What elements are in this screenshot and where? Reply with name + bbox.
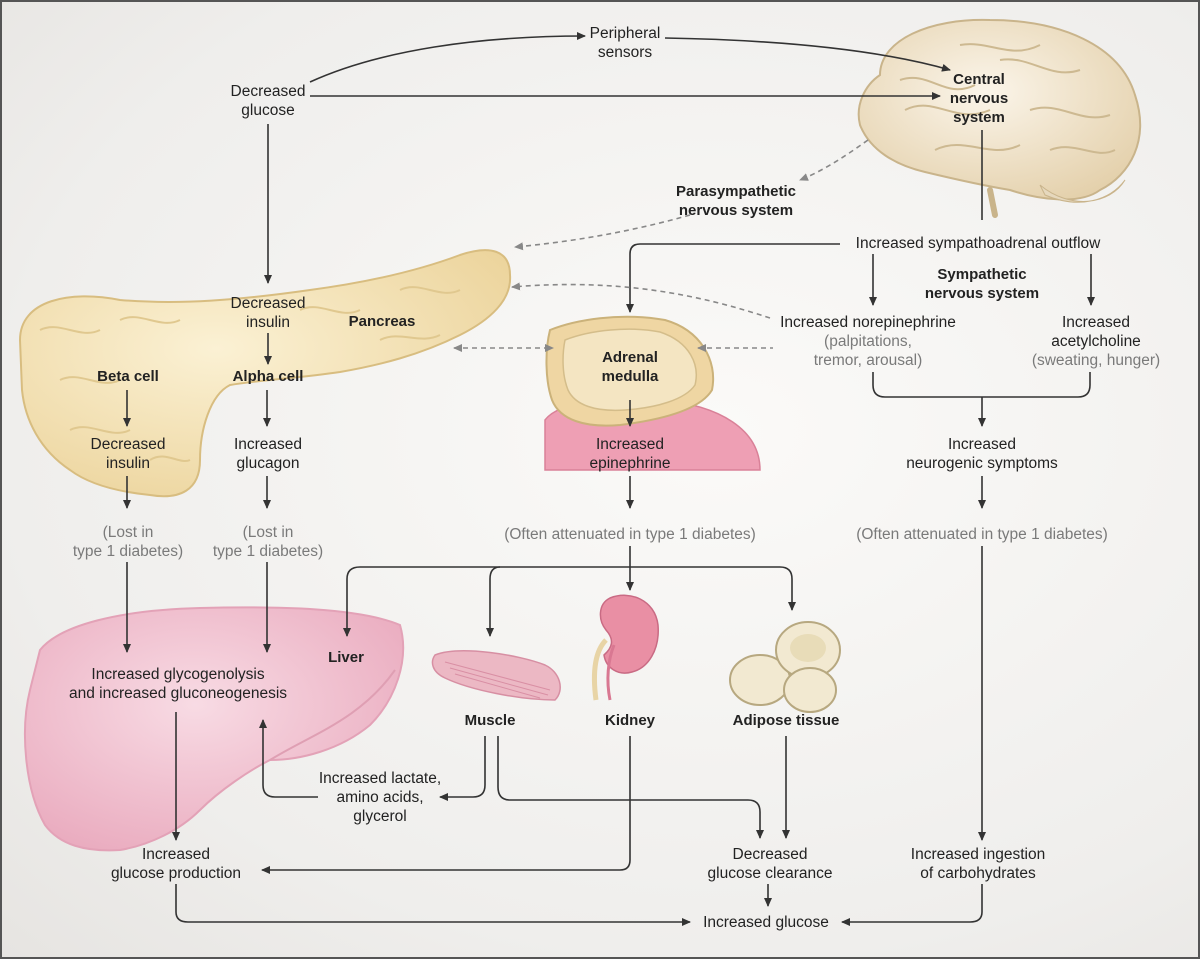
acetylcholine-line1: Increased bbox=[1061, 314, 1131, 331]
liver-label: Liver bbox=[328, 649, 364, 666]
kidney-icon bbox=[591, 594, 659, 701]
decreased-insulin-top-label: Decreased insulin bbox=[231, 294, 306, 332]
decreased-insulin-top-line2: insulin bbox=[246, 314, 290, 331]
neurogenic-line2: neurogenic symptoms bbox=[906, 455, 1058, 472]
sympathoadrenal-label: Increased sympathoadrenal outflow bbox=[855, 235, 1101, 252]
decreased-glucose-label: Decreased glucose bbox=[231, 82, 306, 120]
lost-glucagon-note: (Lost in type 1 diabetes) bbox=[213, 523, 323, 561]
sympathetic-line2: nervous system bbox=[924, 285, 1040, 302]
decreased-insulin-top-line1: Decreased bbox=[230, 295, 306, 312]
lactate-label: Increased lactate, amino acids, glycerol bbox=[319, 769, 441, 826]
adrenal-medulla-line2: medulla bbox=[601, 368, 659, 385]
lost-insulin-line2: type 1 diabetes) bbox=[72, 543, 184, 560]
adrenal-medulla-label: Adrenal medulla bbox=[602, 348, 659, 386]
decreased-insulin-line2: insulin bbox=[106, 455, 150, 472]
adipose-icon bbox=[729, 621, 841, 713]
peripheral-sensors-label: Peripheral sensors bbox=[590, 24, 661, 62]
parasympathetic-line1: Parasympathetic bbox=[675, 183, 797, 200]
ingestion-line1: Increased ingestion bbox=[910, 846, 1046, 863]
norepinephrine-note: (palpitations, tremor, arousal) bbox=[814, 332, 923, 370]
muscle-label: Muscle bbox=[464, 712, 516, 729]
pancreas-icon bbox=[18, 249, 512, 498]
carbohydrate-ingestion-label: Increased ingestion of carbohydrates bbox=[911, 845, 1045, 883]
lactate-line1: Increased lactate, bbox=[318, 770, 442, 787]
increased-glucose-label: Increased glucose bbox=[703, 914, 829, 931]
increased-epinephrine-line1: Increased bbox=[595, 436, 665, 453]
acetylcholine-line2: acetylcholine bbox=[1051, 333, 1141, 350]
neurogenic-symptoms-label: Increased neurogenic symptoms bbox=[906, 435, 1058, 473]
kidney-label: Kidney bbox=[604, 712, 656, 729]
glucose-production-label: Increased glucose production bbox=[111, 845, 241, 883]
increased-glucagon-label: Increased glucagon bbox=[234, 435, 302, 473]
beta-cell-label: Beta cell bbox=[97, 368, 159, 385]
increased-epinephrine-line2: epinephrine bbox=[589, 455, 671, 472]
lactate-line3: glycerol bbox=[353, 808, 407, 825]
increased-glucagon-line2: glucagon bbox=[236, 455, 300, 472]
norepinephrine-note-line2: tremor, arousal) bbox=[813, 352, 923, 369]
acetylcholine-note: (sweating, hunger) bbox=[1031, 352, 1161, 369]
decreased-insulin-label: Decreased insulin bbox=[91, 435, 166, 473]
increased-glucagon-line1: Increased bbox=[233, 436, 303, 453]
neurogenic-line1: Increased bbox=[947, 436, 1017, 453]
glycogenolysis-line2: and increased gluconeogenesis bbox=[68, 685, 288, 702]
cns-line2: nervous bbox=[949, 90, 1009, 107]
glycogenolysis-line1: Increased glycogenolysis bbox=[91, 666, 265, 683]
cns-label: Central nervous system bbox=[950, 70, 1008, 127]
norepinephrine-label: Increased norepinephrine bbox=[780, 314, 956, 331]
sympathetic-label: Sympathetic nervous system bbox=[925, 265, 1039, 303]
liver-icon bbox=[24, 606, 405, 852]
decreased-glucose-line1: Decreased bbox=[230, 83, 306, 100]
attenuated-neurogenic-note: (Often attenuated in type 1 diabetes) bbox=[856, 526, 1108, 543]
lost-glucagon-line2: type 1 diabetes) bbox=[212, 543, 324, 560]
adipose-tissue-label: Adipose tissue bbox=[732, 712, 840, 729]
pancreas-label: Pancreas bbox=[348, 313, 416, 330]
glucose-clearance-line2: glucose clearance bbox=[707, 865, 833, 882]
norepinephrine-note-line1: (palpitations, bbox=[824, 333, 912, 350]
decreased-glucose-line2: glucose bbox=[241, 102, 295, 119]
glucose-production-line1: Increased bbox=[141, 846, 211, 863]
attenuated-epinephrine-note: (Often attenuated in type 1 diabetes) bbox=[504, 526, 756, 543]
parasympathetic-line2: nervous system bbox=[678, 202, 794, 219]
alpha-cell-label: Alpha cell bbox=[232, 368, 304, 385]
acetylcholine-label: Increased acetylcholine bbox=[1051, 313, 1141, 351]
lost-glucagon-line1: (Lost in bbox=[242, 524, 294, 541]
cns-line1: Central bbox=[953, 71, 1005, 88]
lost-insulin-note: (Lost in type 1 diabetes) bbox=[73, 523, 183, 561]
decreased-insulin-line1: Decreased bbox=[90, 436, 166, 453]
adrenal-icon bbox=[544, 315, 761, 471]
parasympathetic-label: Parasympathetic nervous system bbox=[676, 182, 796, 220]
lactate-line2: amino acids, bbox=[336, 789, 424, 806]
glycogenolysis-label: Increased glycogenolysis and increased g… bbox=[69, 665, 287, 703]
glucose-clearance-line1: Decreased bbox=[732, 846, 808, 863]
ingestion-line2: of carbohydrates bbox=[920, 865, 1036, 882]
sympathetic-line1: Sympathetic bbox=[937, 266, 1027, 283]
lost-insulin-line1: (Lost in bbox=[102, 524, 154, 541]
peripheral-sensors-line1: Peripheral bbox=[589, 25, 661, 42]
cns-line3: system bbox=[953, 109, 1005, 126]
increased-epinephrine-label: Increased epinephrine bbox=[589, 435, 670, 473]
glucose-clearance-label: Decreased glucose clearance bbox=[708, 845, 833, 883]
muscle-icon bbox=[431, 650, 561, 701]
peripheral-sensors-line2: sensors bbox=[597, 44, 653, 61]
glucose-production-line2: glucose production bbox=[110, 865, 242, 882]
adrenal-medulla-line1: Adrenal bbox=[602, 349, 658, 366]
